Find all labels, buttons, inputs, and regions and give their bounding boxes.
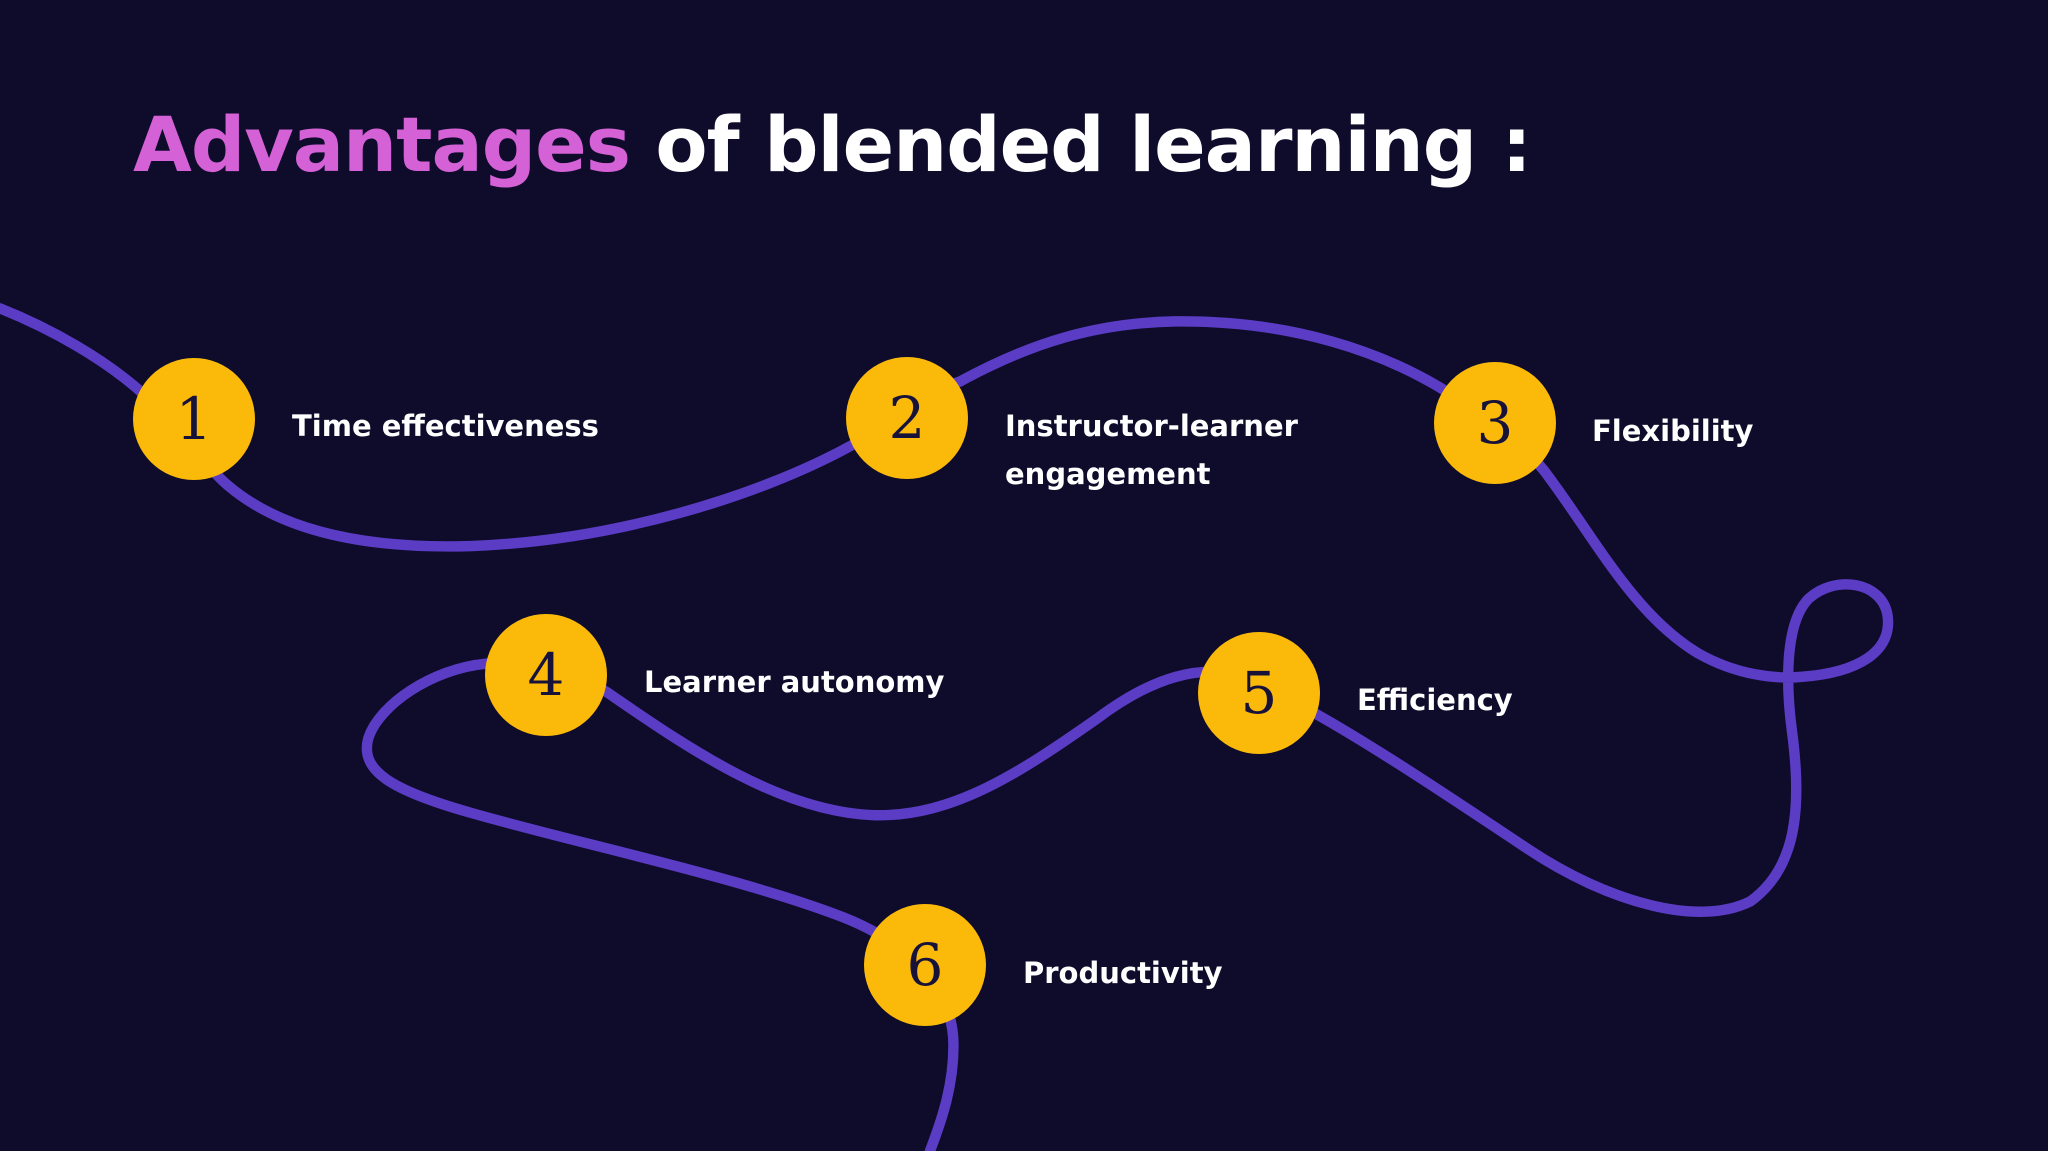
step-badge-4: 4 [485, 614, 607, 736]
step-badge-6: 6 [864, 904, 986, 1026]
title-rest: of blended learning : [655, 100, 1532, 189]
step-number: 2 [888, 384, 926, 452]
step-badge-2: 2 [846, 357, 968, 479]
step-label-learner-autonomy: Learner autonomy [644, 665, 945, 699]
step-number: 6 [906, 931, 944, 999]
step-label-productivity: Productivity [1023, 956, 1223, 990]
step-badge-3: 3 [1434, 362, 1556, 484]
label-line-2: engagement [1005, 457, 1211, 491]
step-number: 3 [1476, 389, 1514, 457]
title-accent: Advantages [133, 100, 631, 189]
step-number: 5 [1240, 659, 1278, 727]
step-label-time-effectiveness: Time effectiveness [292, 409, 599, 443]
step-badge-5: 5 [1198, 632, 1320, 754]
step-badge-1: 1 [133, 358, 255, 480]
step-number: 1 [175, 385, 213, 453]
page-title: Advantages of blended learning : [133, 100, 1532, 189]
step-number: 4 [527, 641, 565, 709]
step-label-flexibility: Flexibility [1592, 414, 1754, 448]
label-line-1: Instructor-learner [1005, 409, 1298, 443]
step-label-efficiency: Efficiency [1357, 683, 1513, 717]
step-label-instructor-learner-engagement: Instructor-learner engagement [1005, 402, 1298, 498]
